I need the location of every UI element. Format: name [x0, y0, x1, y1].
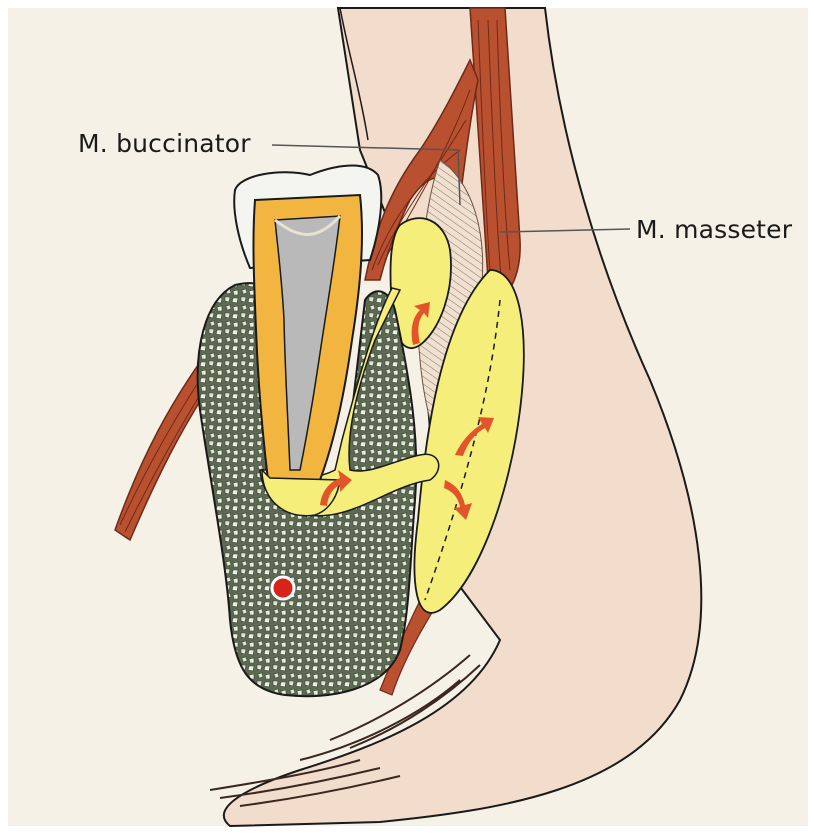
red-dot-icon	[272, 577, 294, 599]
label-buccinator: M. buccinator	[78, 129, 251, 158]
label-masseter: M. masseter	[636, 215, 792, 244]
